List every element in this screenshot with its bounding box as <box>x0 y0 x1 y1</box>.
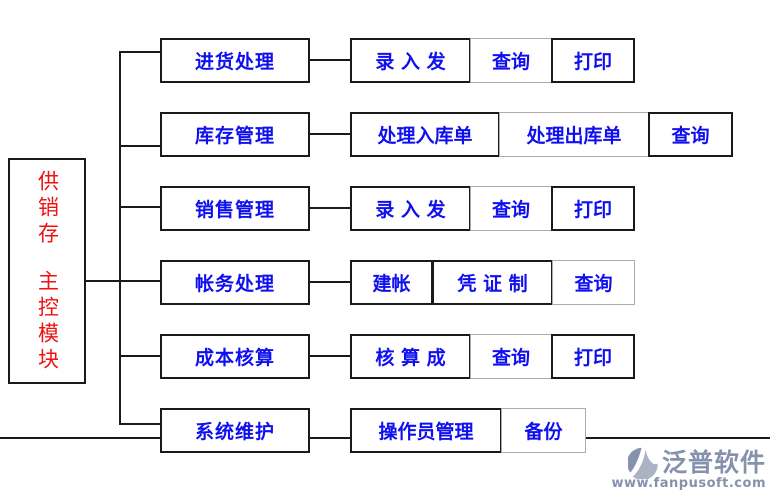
root-module-label-line1: 供销存 <box>35 170 60 248</box>
module-box-sales-management: 销售管理 <box>160 186 310 231</box>
child-connector-row1 <box>308 59 352 61</box>
function-cell: 查询 <box>648 112 733 157</box>
function-cell: 处理出库单 <box>499 112 649 157</box>
function-cell: 查询 <box>470 334 552 379</box>
root-connector-line <box>84 280 162 282</box>
function-group-cost: 核 算 成 查询 打印 <box>350 334 635 379</box>
child-connector-row4 <box>308 281 352 283</box>
watermark: 泛普软件 www.fanpusoft.com <box>611 447 766 491</box>
module-box-inventory-management: 库存管理 <box>160 112 310 157</box>
function-cell: 打印 <box>551 334 635 379</box>
branch-line-row1 <box>119 51 162 53</box>
root-module-box: 供销存 主控模块 <box>8 158 86 384</box>
function-cell: 查询 <box>470 186 552 231</box>
function-cell: 录 入 发 <box>350 186 471 231</box>
function-cell: 打印 <box>551 186 635 231</box>
function-cell: 核 算 成 <box>350 334 471 379</box>
function-group-sales: 录 入 发 查询 打印 <box>350 186 635 231</box>
function-cell: 查询 <box>552 260 635 305</box>
function-cell: 备份 <box>501 408 586 453</box>
branch-line-row6 <box>119 423 162 425</box>
function-cell: 打印 <box>551 38 635 83</box>
root-module-label-line2: 主控模块 <box>35 270 60 374</box>
function-group-inventory: 处理入库单 处理出库单 查询 <box>350 112 733 157</box>
module-box-account-processing: 帐务处理 <box>160 260 310 305</box>
child-connector-row5 <box>308 355 352 357</box>
child-connector-row3 <box>308 207 352 209</box>
module-box-system-maintenance: 系统维护 <box>160 408 310 453</box>
trunk-line <box>119 51 121 425</box>
function-cell: 操作员管理 <box>350 408 502 453</box>
branch-line-row3 <box>119 206 162 208</box>
watermark-brand: 泛普软件 <box>661 448 766 478</box>
function-group-system: 操作员管理 备份 <box>350 408 586 453</box>
branch-line-row5 <box>119 355 162 357</box>
function-group-purchase: 录 入 发 查询 打印 <box>350 38 635 83</box>
function-cell: 处理入库单 <box>350 112 500 157</box>
child-connector-row2 <box>308 133 352 135</box>
watermark-url: www.fanpusoft.com <box>611 476 766 491</box>
module-box-cost-accounting: 成本核算 <box>160 334 310 379</box>
function-cell: 录 入 发 <box>350 38 471 83</box>
function-group-account: 建帐 凭 证 制 查询 <box>350 260 635 305</box>
function-cell: 查询 <box>470 38 552 83</box>
function-cell: 凭 证 制 <box>432 260 553 305</box>
module-box-purchase-processing: 进货处理 <box>160 38 310 83</box>
function-cell: 建帐 <box>350 260 433 305</box>
branch-line-row2 <box>119 145 162 147</box>
fanpu-logo-icon <box>626 447 660 481</box>
